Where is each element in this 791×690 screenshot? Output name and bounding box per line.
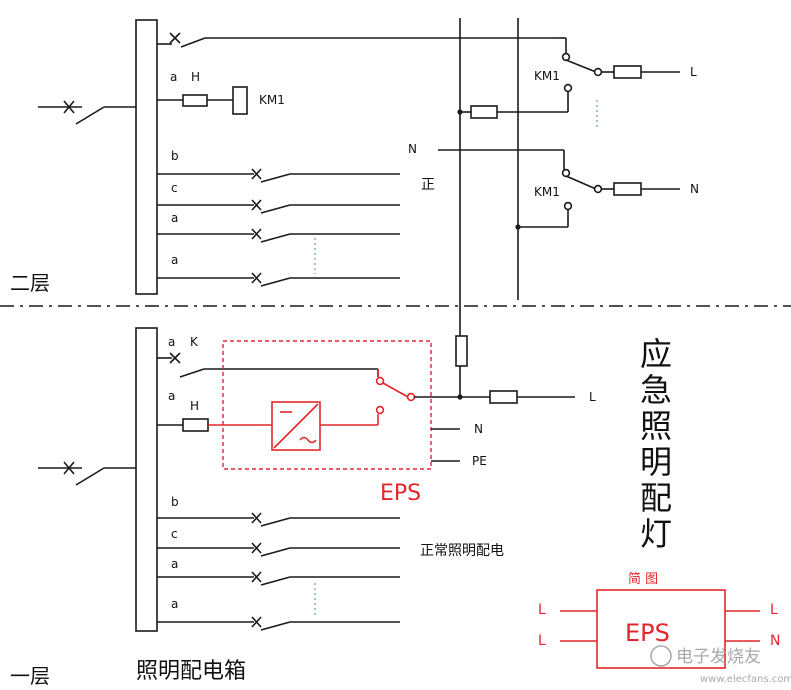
simplified-in-bottom-label: L [538,633,546,649]
lower-floor-panel: a K a H b c a a 正常照明配电 [38,327,504,684]
lower-floor-label: 一层 [10,664,50,688]
normal-supply-label: 正常照明配电 [420,543,504,559]
eps-unit: EPS [222,340,432,506]
watermark-logo-icon [650,645,672,667]
watermark: 电子发烧友 www.elecfans.com [650,645,791,685]
lower-output-l-label: L [589,390,596,404]
upper-branch-c-label: c [171,181,178,195]
simplified-out-top-label: L [770,602,778,618]
lower-outputs: L N PE [414,335,596,468]
lower-output-pe-label: PE [472,454,487,468]
watermark-url: www.elecfans.com [700,674,791,685]
lower-fuse-h-label: H [190,399,199,413]
riser-fuse-lower [455,335,468,367]
incoming-breaker-x-mark [63,100,75,114]
risers [457,18,521,336]
upper-n-label: N [408,142,417,156]
eps-dashed-boundary [222,340,432,470]
upper-branch-b-label: b [171,149,179,163]
upper-floor-panel: a H KM1 b c a a 正 [38,19,558,295]
upper-fuse-h [182,94,208,107]
lower-busbar [135,327,158,632]
km1-coil-label: KM1 [259,93,285,107]
km1-transfer-contacts: L KM1 N N KM1 [408,37,699,228]
side-title-char-4: 明 [640,443,672,481]
lower-branch-a2-label: a [171,557,178,571]
upper-output-l-label: L [690,65,697,79]
eps-label: EPS [380,481,421,506]
lower-branch-a-h-label: a [168,389,175,403]
n-output-fuse [613,182,642,196]
panel-title: 照明配电箱 [136,659,246,684]
upper-output-n-label: N [690,182,699,196]
l-output-fuse [613,65,642,79]
simplified-eps-diagram: 简 图 EPS L L L N [538,571,780,669]
upper-branch-a-label: a [170,70,177,84]
side-title-char-3: 照 [640,407,672,445]
side-title: 应 急 照 明 配 灯 [640,335,672,553]
upper-normal-label: 正 [421,177,435,193]
side-title-char-2: 急 [640,371,672,409]
lower-branch-c-label: c [171,527,178,541]
side-title-char-1: 应 [640,335,672,373]
lower-branch-a3-label: a [171,597,178,611]
upper-busbar [135,19,158,295]
side-title-char-6: 灯 [640,515,672,553]
simplified-title: 简 图 [628,571,658,587]
watermark-text: 电子发烧友 [676,647,761,667]
upper-branch-a2-label: a [171,211,178,225]
switch-k-label: K [190,335,199,349]
lower-output-fuse [489,390,518,404]
km1-coil [232,86,248,115]
km1-n-contact-label: KM1 [534,185,560,199]
lower-branch-b-label: b [171,495,179,509]
simplified-out-bottom-label: N [770,633,780,649]
lower-output-n-label: N [474,422,483,436]
riser-fuse-l [470,105,498,119]
simplified-in-top-label: L [538,602,546,618]
side-title-char-5: 配 [640,479,672,517]
simplified-eps-label: EPS [625,619,670,647]
upper-branch-a3-label: a [171,253,178,267]
simplified-eps-box [596,589,726,669]
lower-fuse-h [182,418,209,432]
km1-l-contact-label: KM1 [534,69,560,83]
upper-floor-label: 二层 [10,271,50,295]
upper-fuse-h-label: H [191,70,200,84]
lower-branch-a-k-label: a [168,335,175,349]
